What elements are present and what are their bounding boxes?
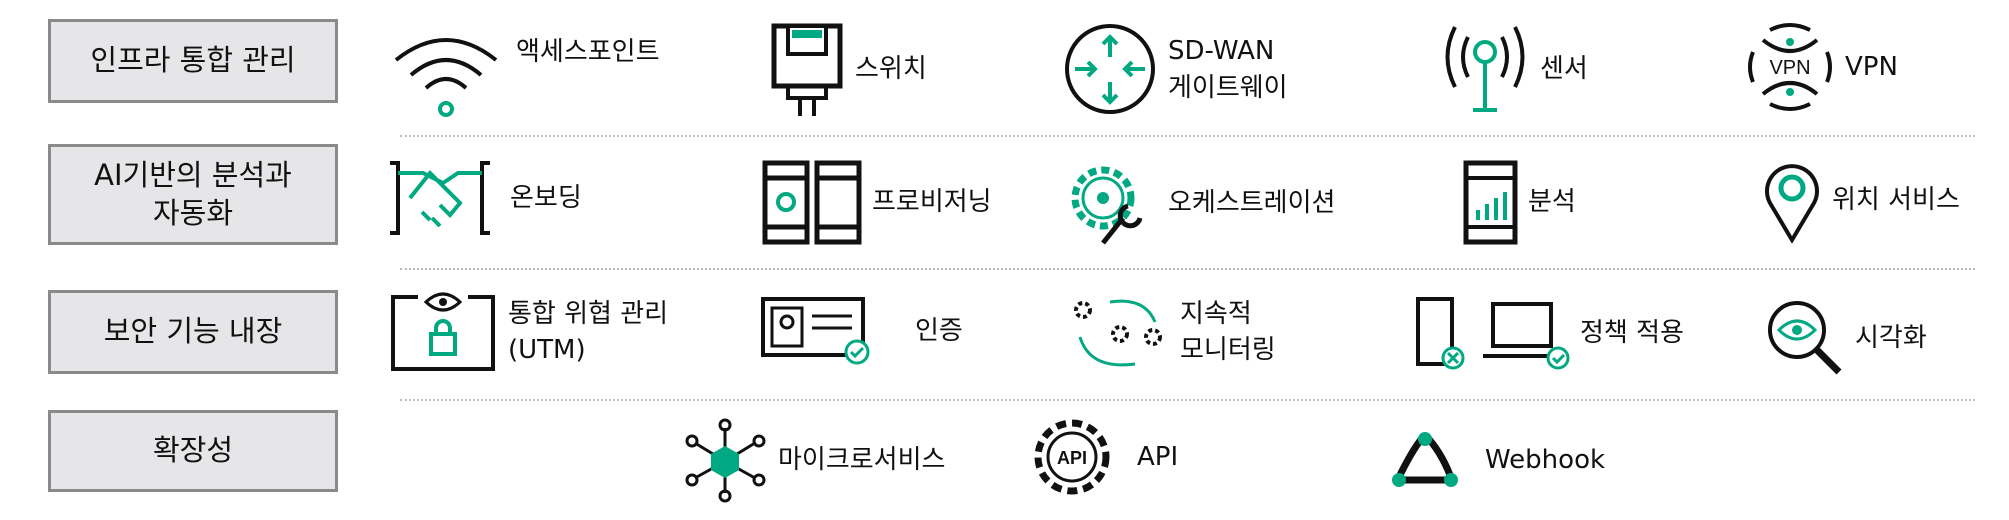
- location-pin-icon: [1765, 164, 1819, 243]
- svg-text:API: API: [1057, 448, 1087, 468]
- item-analytics: 분석: [1463, 160, 1576, 245]
- item-provisioning: 프로비저닝: [762, 160, 992, 245]
- item-sensor: 센서: [1440, 22, 1588, 117]
- api-gear-icon: API: [1034, 419, 1110, 495]
- devices-check-icon: [1416, 297, 1570, 370]
- item-microservices: 마이크로서비스: [683, 418, 945, 503]
- item-access-point: 액세스포인트: [386, 25, 660, 120]
- vpn-icon: VPN: [1748, 23, 1832, 111]
- svg-text:VPN: VPN: [1769, 57, 1810, 79]
- item-onboarding: 온보딩: [380, 158, 582, 238]
- eye-magnifier-icon: [1768, 301, 1842, 375]
- item-authentication: 인증: [760, 296, 963, 366]
- category-infrastructure: 인프라 통합 관리: [48, 19, 338, 103]
- category-ai-analytics: AI기반의 분석과 자동화: [48, 144, 338, 245]
- item-continuous-monitoring: 지속적 모니터링: [1065, 292, 1276, 372]
- sensor-antenna-icon: [1445, 26, 1525, 112]
- mobile-chart-icon: [1463, 160, 1518, 245]
- item-api: API API: [1030, 415, 1178, 500]
- gear-wrench-icon: [1071, 166, 1143, 245]
- provisioning-icon: [762, 160, 862, 245]
- item-visualization: 시각화: [1765, 298, 1927, 378]
- item-location-services: 위치 서비스: [1762, 158, 1960, 243]
- handshake-icon: [390, 161, 490, 235]
- divider: [400, 268, 1975, 270]
- item-sdwan-gateway: SD-WAN 게이트웨이: [1063, 22, 1288, 117]
- eye-lock-icon: [391, 292, 495, 371]
- item-webhook: Webhook: [1385, 425, 1605, 495]
- item-switch: 스위치: [770, 22, 927, 117]
- item-policy-enforcement: 정책 적용: [1415, 296, 1684, 371]
- microservices-icon: [685, 418, 766, 503]
- router-icon: [1065, 24, 1155, 114]
- id-card-check-icon: [761, 297, 870, 365]
- ethernet-port-icon: [771, 23, 843, 116]
- category-extensibility: 확장성: [48, 410, 338, 492]
- category-security: 보안 기능 내장: [48, 290, 338, 374]
- divider: [400, 135, 1975, 137]
- webhook-icon: [1392, 432, 1458, 487]
- item-vpn: VPN VPN: [1745, 22, 1898, 112]
- wifi-icon: [394, 38, 498, 117]
- gears-cycle-icon: [1074, 299, 1162, 367]
- item-orchestration: 오케스트레이션: [1063, 158, 1335, 248]
- divider: [400, 399, 1975, 401]
- item-utm: 통합 위협 관리 (UTM): [388, 292, 668, 372]
